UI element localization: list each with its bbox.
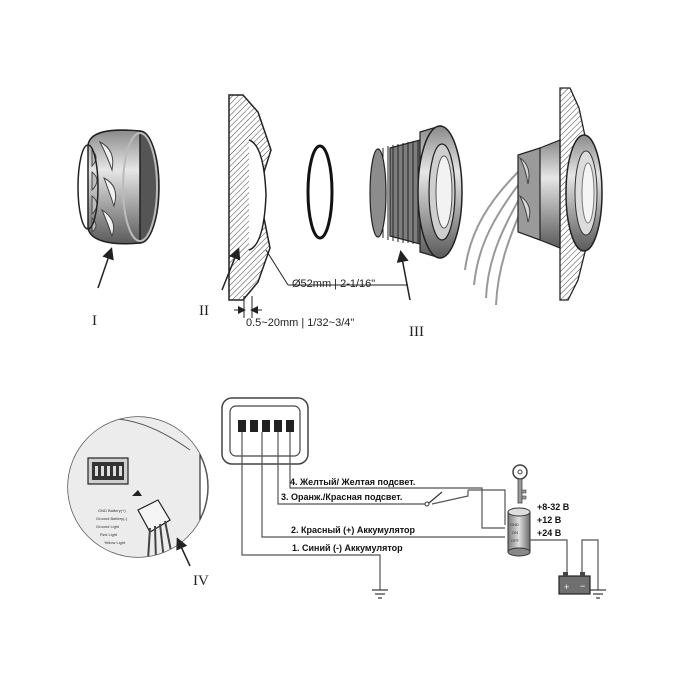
wire4-label: 4. Желтый/ Желтая подсвет. bbox=[290, 477, 415, 487]
part-iii-threaded-nut bbox=[369, 125, 463, 259]
voltage-label-1: +8-32 В bbox=[537, 502, 570, 512]
svg-text:Yellow Light: Yellow Light bbox=[104, 540, 126, 545]
panel-thickness-text: 0.5~20mm | 1/32~3/4" bbox=[246, 317, 354, 329]
part-ii-arrow bbox=[221, 247, 241, 291]
svg-text:−: − bbox=[580, 581, 585, 591]
part-iv-arrow bbox=[176, 537, 191, 567]
wire2-label: 2. Красный (+) Аккумулятор bbox=[291, 525, 415, 535]
wire3-label: 3. Оранж./Красная подсвет. bbox=[281, 492, 402, 502]
part-iv-connector-detail: GND Battery(+) Ground Battery(-) Ground … bbox=[67, 416, 209, 558]
ignition-label-on: ON bbox=[512, 530, 518, 535]
svg-text:+: + bbox=[564, 582, 569, 592]
ignition-key-icon bbox=[512, 464, 528, 504]
part-i-arrow bbox=[97, 247, 114, 289]
hole-diameter-dimension: Ø52mm | 2-1/16" bbox=[265, 249, 408, 290]
o-ring bbox=[306, 144, 334, 240]
svg-text:Red Light: Red Light bbox=[100, 532, 118, 537]
wire1-label: 1. Синий (-) Аккумулятор bbox=[292, 543, 403, 553]
svg-text:Ground Light: Ground Light bbox=[96, 524, 120, 529]
panel-thickness-dimension: 0.5~20mm | 1/32~3/4" bbox=[234, 296, 354, 329]
part-iii-arrow bbox=[396, 250, 411, 301]
battery-icon: + − bbox=[558, 572, 591, 595]
connector-block bbox=[221, 397, 309, 465]
battery-wires bbox=[530, 539, 599, 590]
ignition-label-gnd: GND bbox=[510, 522, 519, 527]
part-ii-panel bbox=[228, 94, 272, 301]
part-iv-label: IV bbox=[193, 573, 209, 589]
assembled-gauge bbox=[464, 87, 603, 306]
ground-symbol-right bbox=[590, 589, 606, 599]
switch bbox=[424, 491, 443, 507]
part-ii-label: II bbox=[199, 303, 209, 319]
ignition-switch: GND ON OFF bbox=[507, 507, 531, 557]
voltage-label-3: +24 В bbox=[537, 528, 562, 538]
part-i-bezel-ring bbox=[77, 129, 160, 245]
svg-text:Ground Battery(-): Ground Battery(-) bbox=[96, 516, 128, 521]
svg-text:GND Battery(+): GND Battery(+) bbox=[98, 508, 126, 513]
ignition-label-off: OFF bbox=[511, 538, 520, 543]
ground-symbol-left bbox=[372, 589, 388, 599]
wires bbox=[241, 432, 506, 590]
hole-diameter-text: Ø52mm | 2-1/16" bbox=[292, 278, 375, 290]
part-iii-label: III bbox=[409, 324, 424, 340]
part-i-label: I bbox=[92, 313, 97, 329]
voltage-label-2: +12 В bbox=[537, 515, 562, 525]
